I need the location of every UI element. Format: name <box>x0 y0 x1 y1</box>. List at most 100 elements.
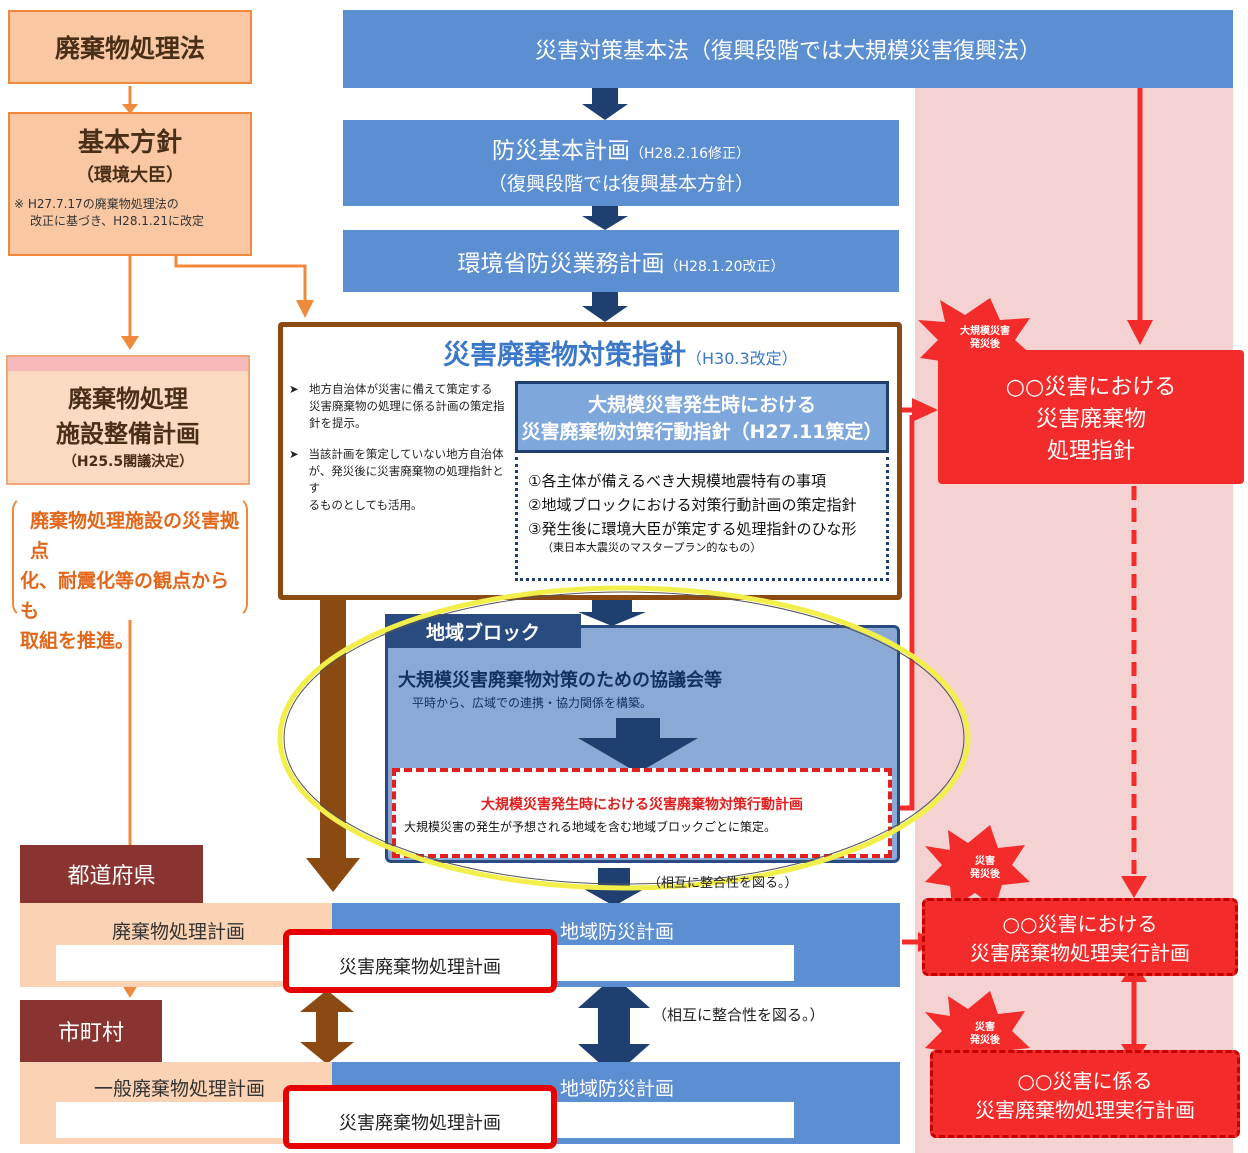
moe-plan-title: 環境省防災業務計画 <box>457 251 665 277</box>
basic-policy-title: 基本方針 <box>77 128 182 158</box>
red-exec-plan2-line-1: ○○災害に係る <box>1017 1069 1153 1093</box>
burst-label-2: 災害 発災後 <box>950 848 1020 888</box>
bullet-2: ➤ 当該計画を策定していない地方自治体が、発災後に災害廃棄物の処理指針とするもの… <box>289 446 509 514</box>
red-guideline-line-2: 災害廃棄物 <box>1035 407 1146 432</box>
burst-2-line-2: 発災後 <box>970 869 1000 880</box>
bousai-plan-note: （H28.2.16修正） <box>630 145 750 162</box>
red-guideline-box: ○○災害における 災害廃棄物 処理指針 <box>938 350 1244 484</box>
burst-shape-1 <box>918 298 1035 385</box>
moe-plan-note: （H28.1.20改正） <box>664 259 785 275</box>
prefecture-disaster-plan: 災害廃棄物処理計画 <box>339 957 501 978</box>
basic-policy-subtitle: （環境大臣） <box>76 165 184 186</box>
orange-arrow-3 <box>174 256 307 310</box>
brown-double-arrow <box>300 990 354 1064</box>
burst-label-1: 大規模災害 発災後 <box>945 318 1025 358</box>
navy-double-arrow-top <box>582 868 646 906</box>
basic-policy-box: 基本方針 （環境大臣） ※ H27.7.17の廃棄物処理法の 改正に基づき、H2… <box>8 112 252 256</box>
burst-3-line-1: 災害 <box>975 1022 995 1033</box>
burst-2-line-1: 災害 <box>975 856 995 867</box>
blue-down-arrow-4 <box>578 600 646 626</box>
bullet-2-line-1: 当該計画を策定していない地方自治体 <box>308 447 504 461</box>
red-arrowhead-top <box>1127 320 1153 345</box>
disaster-law-label: 災害対策基本法（復興段階では大規模災害復興法） <box>534 39 1041 64</box>
blue-down-arrow-3 <box>582 292 628 322</box>
bousai-plan-line-1: 防災基本計画（H28.2.16修正） <box>492 131 750 165</box>
region-block-title: 大規模災害廃棄物対策のための協議会等 <box>398 670 722 691</box>
red-exec-plan-line-2: 災害廃棄物処理実行計画 <box>970 941 1190 965</box>
bullet-1: ➤ 地方自治体が災害に備えて策定する災害廃棄物の処理に係る計画の策定指針を提示。 <box>289 381 509 432</box>
facility-plan-subtitle: （H25.5閣議決定） <box>62 454 194 470</box>
bousai-plan-title: 防災基本計画 <box>492 137 631 164</box>
burst-1-line-1: 大規模災害 <box>960 326 1010 337</box>
facility-plan-box: 廃棄物処理 施設整備計画 （H25.5閣議決定） <box>6 355 250 485</box>
basic-policy-note-1: ※ H27.7.17の廃棄物処理法の <box>14 197 179 211</box>
red-exec-plan-box: ○○災害における 災害廃棄物処理実行計画 <box>922 898 1238 976</box>
prefecture-disaster-plan-box: 災害廃棄物処理計画 <box>283 929 557 993</box>
red-guideline-line-3: 処理指針 <box>1046 439 1135 464</box>
bullet-2-line-3: るものとしても活用。 <box>308 498 423 512</box>
action-item-3-note: （東日本大震災のマスタープラン的なもの） <box>542 541 762 554</box>
orange-arrowhead-1 <box>122 104 138 114</box>
red-guideline-line-1: ○○災害における <box>1005 375 1177 400</box>
action-item-1: ①各主体が備えるべき大規模地震特有の事項 <box>528 472 826 490</box>
bullet-1-line-2: 災害廃棄物の処理に係る計画の策定指 <box>309 399 505 413</box>
bullet-2-marker: ➤ <box>289 447 299 461</box>
action-item-3: ③発生後に環境大臣が策定する処理指針のひな形 <box>528 520 857 538</box>
region-block-tab: 地域ブロック <box>385 614 581 648</box>
region-action-plan-desc: 大規模災害の発生が予想される地域を含む地域ブロックごとに策定。 <box>404 820 777 834</box>
burst-1-line-2: 発災後 <box>970 339 1000 350</box>
region-action-plan-title: 大規模災害発生時における災害廃棄物対策行動計画 <box>481 797 803 813</box>
bousai-plan-box: 防災基本計画（H28.2.16修正） （復興段階では復興基本方針） <box>343 120 899 206</box>
red-exec-plan2-box: ○○災害に係る 災害廃棄物処理実行計画 <box>930 1050 1240 1138</box>
municipality-label: 市町村 <box>57 1021 124 1046</box>
action-guideline-line-1: 大規模災害発生時における <box>587 394 816 416</box>
basic-policy-note-2: 改正に基づき、H28.1.21に改定 <box>30 214 204 228</box>
bullet-1-marker: ➤ <box>289 382 299 396</box>
prefecture-regional-plan: 地域防災計画 <box>560 921 675 943</box>
facility-note-line-3: 取組を推進。 <box>20 630 135 652</box>
guideline-note: （H30.3改定） <box>686 349 798 368</box>
guideline-title-row: 災害廃棄物対策指針（H30.3改定） <box>443 333 903 372</box>
municipality-waste-plan: 一般廃棄物処理計画 <box>94 1078 266 1100</box>
facility-note-line-2: 化、耐震化等の観点からも <box>20 570 230 622</box>
facility-note-box: 廃棄物処理施設の災害拠点 化、耐震化等の観点からも 取組を推進。 <box>12 496 248 652</box>
blue-down-arrow-2 <box>582 206 628 230</box>
blue-down-arrow-1 <box>582 88 628 120</box>
red-arrowhead-guideline <box>912 398 938 422</box>
region-action-plan-box: 大規模災害発生時における災害廃棄物対策行動計画 大規模災害の発生が予想される地域… <box>392 768 892 858</box>
moe-plan-line: 環境省防災業務計画（H28.1.20改正） <box>458 244 785 278</box>
facility-plan-top-strip <box>8 357 248 371</box>
burst-label-3: 災害 発災後 <box>950 1014 1020 1054</box>
guideline-bullets: ➤ 地方自治体が災害に備えて策定する災害廃棄物の処理に係る計画の策定指針を提示。… <box>289 381 509 514</box>
municipality-label-box: 市町村 <box>20 1000 162 1062</box>
action-guideline-items: ①各主体が備えるべき大規模地震特有の事項 ②地域ブロックにおける対策行動計画の策… <box>515 457 889 581</box>
facility-note-line-1: 廃棄物処理施設の災害拠点 <box>30 510 240 562</box>
municipality-disaster-plan-box: 災害廃棄物処理計画 <box>283 1085 557 1149</box>
bullet-1-line-3: 針を提示。 <box>309 416 367 430</box>
guideline-box: 災害廃棄物対策指針（H30.3改定） ➤ 地方自治体が災害に備えて策定する災害廃… <box>278 322 902 600</box>
red-exec-plan-line-1: ○○災害における <box>1002 912 1158 936</box>
orange-arrowhead-3 <box>296 300 314 318</box>
mutual-label-bottom: （相互に整合性を図る。） <box>652 1006 825 1024</box>
burst-3-line-2: 発災後 <box>970 1035 1000 1046</box>
mutual-label-top: （相互に整合性を図る。） <box>648 876 798 891</box>
prefecture-waste-plan: 廃棄物処理計画 <box>112 921 246 943</box>
action-guideline-line-2: 災害廃棄物対策行動指針（H27.11策定） <box>521 421 883 443</box>
prefecture-label-box: 都道府県 <box>20 845 203 903</box>
prefecture-label: 都道府県 <box>67 864 156 889</box>
red-exec-plan2-line-2: 災害廃棄物処理実行計画 <box>975 1098 1195 1122</box>
bullet-2-line-2: が、発災後に災害廃棄物の処理指針とす <box>308 464 504 495</box>
navy-double-arrow-bottom <box>578 976 650 1076</box>
region-block-desc: 平時から、広域での連携・協力関係を構築。 <box>412 696 653 710</box>
orange-arrowhead-5 <box>122 985 138 998</box>
facility-plan-title-2: 施設整備計画 <box>56 420 200 448</box>
guideline-title: 災害廃棄物対策指針 <box>443 340 686 371</box>
municipality-disaster-plan: 災害廃棄物処理計画 <box>339 1113 501 1134</box>
waste-law-label: 廃棄物処理法 <box>54 34 205 63</box>
orange-arrowhead-2 <box>121 336 139 350</box>
region-block-tab-label: 地域ブロック <box>425 621 540 644</box>
bousai-plan-line-2: （復興段階では復興基本方針） <box>487 172 754 195</box>
moe-plan-box: 環境省防災業務計画（H28.1.20改正） <box>343 230 899 292</box>
action-guideline-header: 大規模災害発生時における 災害廃棄物対策行動指針（H27.11策定） <box>515 381 889 453</box>
facility-plan-title-1: 廃棄物処理 <box>68 385 188 413</box>
